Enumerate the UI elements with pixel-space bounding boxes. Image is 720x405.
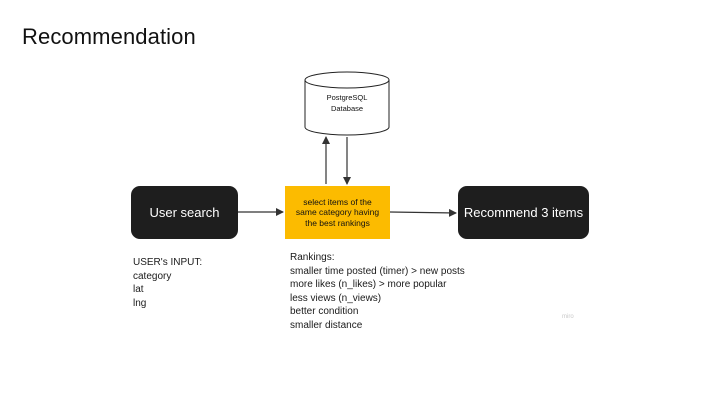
recommend-label: Recommend 3 items <box>463 205 584 220</box>
user-search-label: User search <box>149 205 220 220</box>
rankings-item: smaller distance <box>290 319 363 331</box>
recommend-node: Recommend 3 items <box>458 186 589 239</box>
rankings-item: less views (n_views) <box>290 292 382 304</box>
select-items-node: select items of the same category having… <box>285 186 390 239</box>
user-search-node: User search <box>131 186 238 239</box>
database-label-line1: PostgreSQL <box>326 93 368 102</box>
database-cylinder <box>304 71 390 136</box>
rankings-item: more likes (n_likes) > more popular <box>290 279 447 290</box>
rankings-heading: Rankings: <box>290 252 335 263</box>
database-label-line2: Database <box>330 103 364 113</box>
rankings-block: Rankings: smaller time posted (timer) > … <box>290 251 465 332</box>
database-label: PostgreSQL Database <box>304 93 390 114</box>
select-items-line-1: select items of the <box>303 197 372 208</box>
arrow-select-to-recommend <box>389 208 457 217</box>
slide-title: Recommendation <box>22 24 196 49</box>
user-input-block: USER's INPUT: category lat lng <box>133 256 202 310</box>
rankings-item: smaller time posted (timer) > new posts <box>290 265 465 277</box>
rankings-item: better condition <box>290 306 359 317</box>
user-input-item: category <box>133 270 172 282</box>
miro-watermark: miro <box>562 314 574 320</box>
user-input-item: lng <box>133 297 147 309</box>
select-items-line-2: same category having <box>295 207 380 218</box>
user-input-heading: USER's INPUT: <box>133 257 203 268</box>
select-items-line-3: the best rankings <box>305 217 370 228</box>
user-input-item: lat <box>133 284 144 295</box>
